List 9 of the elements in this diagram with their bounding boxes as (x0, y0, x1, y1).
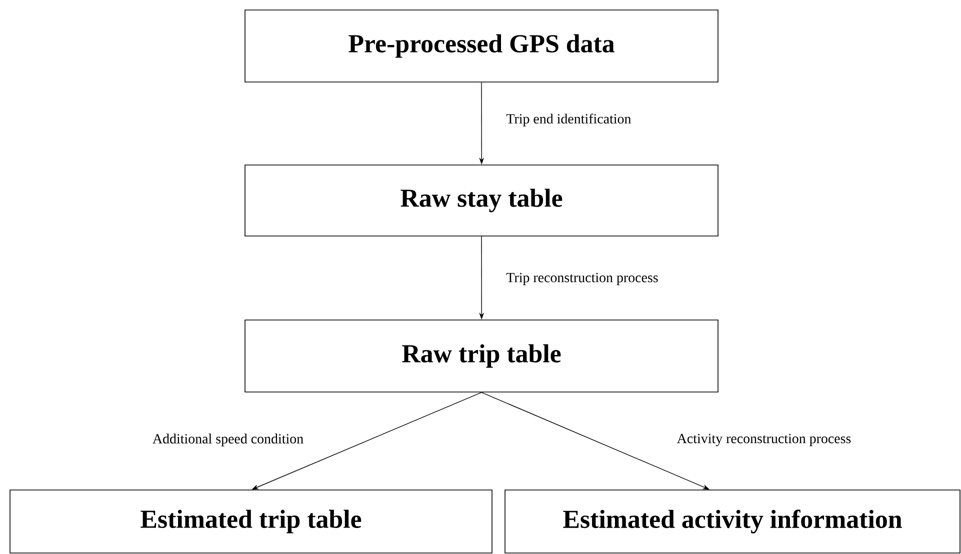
process-box: Raw trip table (244, 320, 718, 392)
edge-label: Trip reconstruction process (505, 272, 660, 286)
process-box: Estimated activity information (504, 490, 960, 554)
edge-label: Trip end identification (505, 112, 632, 128)
edge-label: Activity reconstruction process (676, 432, 852, 448)
process-box: Raw stay table (244, 164, 718, 236)
process-box: Estimated trip table (10, 490, 492, 554)
process-box: Pre-processed GPS data (244, 10, 718, 82)
edge-label: Additional speed condition (151, 432, 305, 448)
